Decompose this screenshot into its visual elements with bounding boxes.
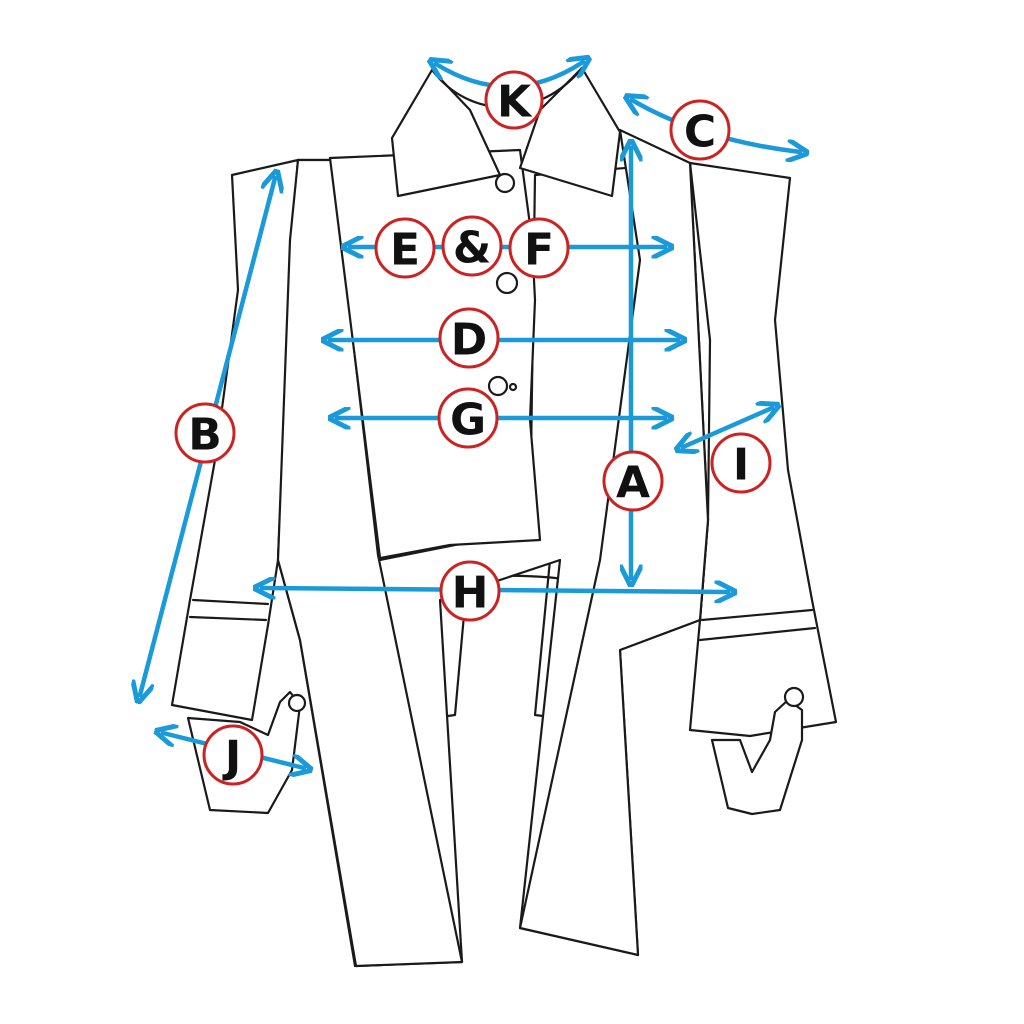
front-button-2	[495, 271, 519, 295]
label-h: H	[452, 568, 489, 619]
badge-i-circle	[710, 432, 772, 494]
badge-d: D	[438, 307, 500, 369]
badge-a: A	[602, 450, 664, 512]
right-cuff-seam	[700, 608, 814, 622]
badge-b-circle	[174, 402, 236, 464]
badge-j: J	[202, 724, 264, 786]
label-b: B	[188, 410, 222, 461]
front-button-3	[487, 375, 509, 397]
right-cuff-button	[783, 686, 805, 708]
label-d: D	[451, 315, 488, 366]
collar-right	[518, 66, 622, 198]
badge-e: E	[374, 217, 436, 279]
badge-c-circle	[669, 99, 731, 161]
collar-left	[390, 68, 502, 198]
jacket-line-art	[170, 66, 838, 968]
label-k: K	[497, 77, 533, 128]
label-f: F	[524, 225, 554, 276]
label-e: E	[390, 225, 420, 276]
badge-c: C	[669, 99, 731, 161]
badge-g-circle	[437, 387, 499, 449]
right-cuff-seam-2	[698, 626, 817, 642]
left-cuff-button	[287, 693, 307, 713]
arrow-i-upper-arm	[683, 408, 772, 447]
label-g: G	[450, 395, 486, 446]
badge-b: B	[174, 402, 236, 464]
badge-k-circle	[484, 70, 544, 130]
badge-h: H	[439, 560, 501, 622]
label-i: I	[733, 440, 749, 491]
label-c: C	[684, 107, 716, 158]
badge-a-circle	[602, 450, 664, 512]
badge-j-circle	[202, 724, 264, 786]
badge-amp: &	[441, 215, 503, 277]
badge-amp-circle	[441, 215, 503, 277]
front-button-4	[508, 382, 518, 392]
badge-k: K	[484, 70, 544, 130]
badge-e-circle	[374, 217, 436, 279]
measurement-labels: K C B E & F D G	[174, 70, 772, 786]
badge-g: G	[437, 387, 499, 449]
label-j: J	[222, 732, 241, 783]
label-a: A	[616, 458, 650, 509]
badge-f: F	[508, 217, 570, 279]
badge-i: I	[710, 432, 772, 494]
label-amp: &	[453, 223, 491, 274]
badge-d-circle	[438, 307, 500, 369]
badge-f-circle	[508, 217, 570, 279]
badge-h-circle	[439, 560, 501, 622]
front-button-1	[494, 172, 516, 194]
